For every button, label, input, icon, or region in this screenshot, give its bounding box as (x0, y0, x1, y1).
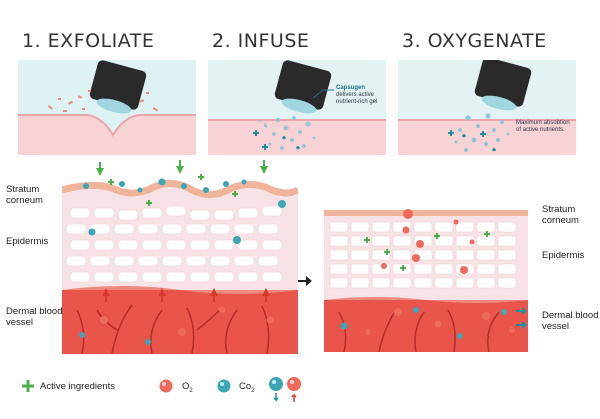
exchange-icon (269, 377, 301, 402)
device-head-icon (89, 60, 147, 114)
plus-icon (22, 380, 34, 392)
device-head-icon (474, 60, 532, 111)
legend-co2-label: Co2 (239, 381, 255, 394)
infuse-callout: Capsugen delivers active nutrient-rich g… (336, 85, 386, 106)
o2-bubble-icon (159, 379, 173, 393)
infuse-panel: Capsugen delivers active nutrient-rich g… (208, 60, 386, 155)
right-dermal-label: Dermal blood vessel (542, 310, 599, 332)
oxygenate-panel: Maximum absobtion of active nutrients. (398, 60, 576, 155)
legend: Active ingredients O2 Co2 (22, 374, 582, 404)
step-2-title: 2. INFUSE (212, 30, 310, 52)
right-skin-diagram (324, 209, 528, 352)
left-epidermis-label: Epidermis (6, 236, 49, 247)
co2-bubble-icon (217, 379, 231, 393)
oxygenate-callout: Maximum absobtion of active nutrients. (516, 120, 570, 133)
exfoliate-panel (18, 60, 196, 155)
right-stratum-label: Stratum corneum (542, 204, 579, 226)
left-skin-diagram (62, 160, 298, 355)
left-dermal-label: Dermal blood vessel (6, 306, 63, 328)
callout-text: delivers active nutrient-rich gel (336, 92, 378, 105)
legend-active-label: Active ingredients (40, 381, 115, 392)
left-stratum-label: Stratum corneum (6, 184, 43, 206)
step-1-title: 1. EXFOLIATE (22, 30, 155, 52)
device-head-icon (274, 60, 332, 114)
arrow-right-icon (298, 276, 312, 286)
step-3-title: 3. OXYGENATE (402, 30, 547, 52)
legend-o2-label: O2 (182, 381, 193, 394)
right-epidermis-label: Epidermis (542, 250, 585, 261)
callout-brand: Capsugen (336, 85, 366, 91)
